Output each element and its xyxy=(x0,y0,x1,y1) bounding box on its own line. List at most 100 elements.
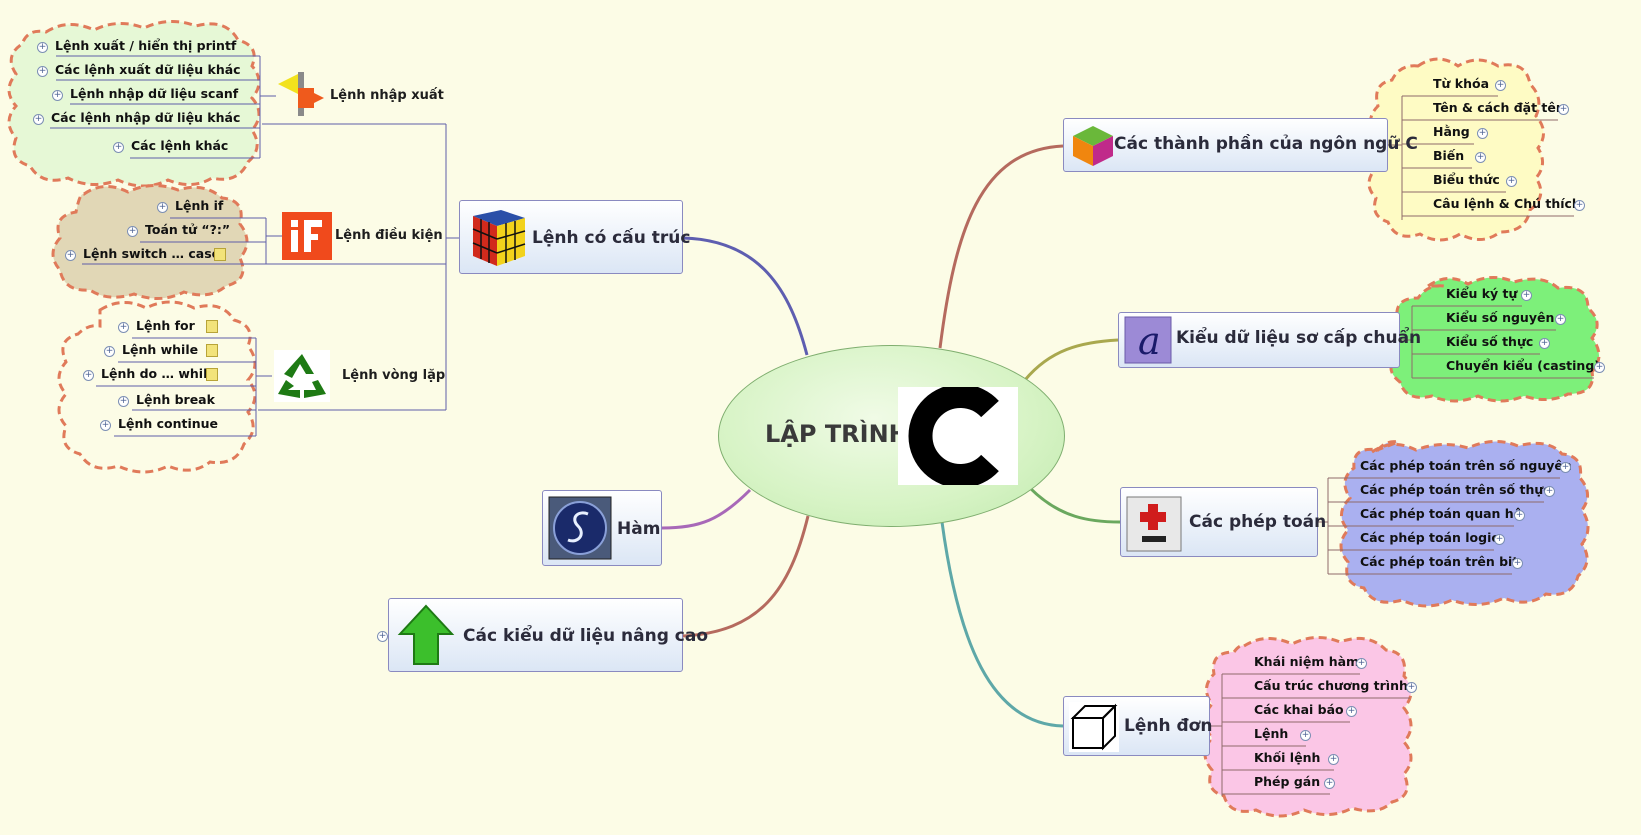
expand-icon[interactable]: + xyxy=(1539,338,1550,349)
leaf-loop-1[interactable]: Lệnh while xyxy=(122,342,199,357)
note-icon[interactable] xyxy=(206,344,218,357)
topic-func[interactable]: Hàm xyxy=(542,490,662,566)
topic-operators-label: Các phép toán xyxy=(1189,512,1327,532)
s-logo-icon xyxy=(548,496,612,560)
leaf-cond-0[interactable]: Lệnh if xyxy=(175,198,224,213)
branch-advanced xyxy=(682,515,810,638)
leaf-datatypes-3[interactable]: Chuyển kiểu (casting) xyxy=(1446,358,1600,373)
subtopic-cond-label[interactable]: Lệnh điều kiện xyxy=(335,228,443,243)
leaf-simple-1[interactable]: Cấu trúc chương trình xyxy=(1254,678,1408,693)
svg-text:a: a xyxy=(1138,319,1161,363)
topic-datatypes[interactable]: a Kiểu dữ liệu sơ cấp chuẩn xyxy=(1118,312,1421,368)
topic-operators[interactable]: Các phép toán xyxy=(1120,487,1326,557)
leaf-operators-0[interactable]: Các phép toán trên số nguyên xyxy=(1360,458,1572,473)
leaf-simple-2[interactable]: Các khai báo xyxy=(1254,702,1344,717)
expand-icon[interactable]: + xyxy=(1495,80,1506,91)
expand-icon[interactable]: + xyxy=(1494,534,1505,545)
leaf-io-3[interactable]: Các lệnh nhập dữ liệu khác xyxy=(51,110,241,125)
expand-icon[interactable]: + xyxy=(1560,462,1571,473)
leaf-datatypes-0[interactable]: Kiểu ký tự xyxy=(1446,286,1518,301)
leaf-components-1[interactable]: Tên & cách đặt tên xyxy=(1433,100,1565,115)
leaf-cond-1[interactable]: Toán tử “?:” xyxy=(145,222,231,237)
expand-icon[interactable]: + xyxy=(1477,128,1488,139)
expand-icon[interactable]: + xyxy=(127,226,138,237)
italic-a-icon: a xyxy=(1124,316,1172,364)
cloud-operators xyxy=(1339,440,1590,608)
expand-icon[interactable]: + xyxy=(1512,558,1523,569)
expand-icon[interactable]: + xyxy=(118,396,129,407)
connectors-components xyxy=(1388,95,1574,220)
topic-datatypes-label: Kiểu dữ liệu sơ cấp chuẩn xyxy=(1176,328,1422,348)
leaf-components-3[interactable]: Biến xyxy=(1433,148,1465,163)
central-title: LẬP TRÌNH xyxy=(765,420,909,448)
note-icon[interactable] xyxy=(214,248,226,261)
expand-icon[interactable]: + xyxy=(157,202,168,213)
leaf-cond-2[interactable]: Lệnh switch … case xyxy=(83,246,221,261)
leaf-simple-5[interactable]: Phép gán xyxy=(1254,774,1321,789)
expand-icon[interactable]: + xyxy=(100,420,111,431)
expand-icon[interactable]: + xyxy=(1475,152,1486,163)
expand-icon[interactable]: + xyxy=(37,42,48,53)
cloud-simple xyxy=(1203,636,1413,818)
subtopic-loop-label[interactable]: Lệnh vòng lặp xyxy=(342,368,446,383)
colored-cube-icon xyxy=(1069,122,1117,168)
expand-icon[interactable]: + xyxy=(1300,730,1311,741)
topic-advanced[interactable]: Các kiểu dữ liệu nâng cao xyxy=(388,598,708,672)
leaf-operators-1[interactable]: Các phép toán trên số thực xyxy=(1360,482,1551,497)
expand-icon[interactable]: + xyxy=(118,322,129,333)
leaf-datatypes-2[interactable]: Kiểu số thực xyxy=(1446,334,1534,349)
leaf-operators-4[interactable]: Các phép toán trên bit xyxy=(1360,554,1519,569)
leaf-loop-0[interactable]: Lệnh for xyxy=(136,318,195,333)
rubiks-cube-icon xyxy=(465,206,529,270)
leaf-loop-4[interactable]: Lệnh continue xyxy=(118,416,219,431)
expand-icon[interactable]: + xyxy=(1346,706,1357,717)
expand-icon[interactable]: + xyxy=(1514,510,1525,521)
topic-structured-label: Lệnh có cấu trúc xyxy=(532,228,691,248)
expand-icon[interactable]: + xyxy=(1594,362,1605,373)
leaf-components-0[interactable]: Từ khóa xyxy=(1433,76,1490,91)
expand-icon[interactable]: + xyxy=(1406,682,1417,693)
direction-sign-icon xyxy=(276,70,326,118)
leaf-components-2[interactable]: Hằng xyxy=(1433,124,1470,139)
expand-icon[interactable]: + xyxy=(52,90,63,101)
leaf-io-1[interactable]: Các lệnh xuất dữ liệu khác xyxy=(55,62,241,77)
leaf-components-4[interactable]: Biểu thức xyxy=(1433,172,1500,187)
expand-icon[interactable]: + xyxy=(1544,486,1555,497)
leaf-loop-3[interactable]: Lệnh break xyxy=(136,392,215,407)
expand-icon[interactable]: + xyxy=(113,142,124,153)
leaf-io-4[interactable]: Các lệnh khác xyxy=(131,138,229,153)
leaf-io-0[interactable]: Lệnh xuất / hiển thị printf xyxy=(55,38,237,53)
expand-icon[interactable]: + xyxy=(1574,200,1585,211)
expand-icon[interactable]: + xyxy=(1356,658,1367,669)
note-icon[interactable] xyxy=(206,368,218,381)
expand-advanced-icon[interactable]: + xyxy=(377,631,388,642)
topic-simple[interactable]: Lệnh đơn xyxy=(1063,696,1212,756)
expand-icon[interactable]: + xyxy=(65,250,76,261)
expand-icon[interactable]: + xyxy=(1521,290,1532,301)
leaf-datatypes-1[interactable]: Kiểu số nguyên xyxy=(1446,310,1555,325)
expand-icon[interactable]: + xyxy=(83,370,94,381)
expand-icon[interactable]: + xyxy=(1506,176,1517,187)
leaf-components-5[interactable]: Câu lệnh & Chú thích xyxy=(1433,196,1581,211)
expand-icon[interactable]: + xyxy=(1328,754,1339,765)
leaf-simple-3[interactable]: Lệnh xyxy=(1254,726,1289,741)
expand-icon[interactable]: + xyxy=(37,66,48,77)
topic-components[interactable]: Các thành phần của ngôn ngữ C xyxy=(1063,118,1418,172)
connectors-simple xyxy=(1210,673,1410,796)
leaf-io-2[interactable]: Lệnh nhập dữ liệu scanf xyxy=(70,86,239,101)
leaf-loop-2[interactable]: Lệnh do … while xyxy=(101,366,216,381)
subtopic-io-label[interactable]: Lệnh nhập xuất xyxy=(330,88,444,103)
expand-icon[interactable]: + xyxy=(33,114,44,125)
topic-structured[interactable]: Lệnh có cấu trúc xyxy=(459,200,690,274)
note-icon[interactable] xyxy=(206,320,218,333)
expand-icon[interactable]: + xyxy=(104,346,115,357)
expand-icon[interactable]: + xyxy=(1555,314,1566,325)
leaf-simple-4[interactable]: Khối lệnh xyxy=(1254,750,1321,765)
expand-icon[interactable]: + xyxy=(1324,778,1335,789)
leaf-operators-2[interactable]: Các phép toán quan hệ xyxy=(1360,506,1523,521)
expand-icon[interactable]: + xyxy=(1558,104,1569,115)
c-logo-icon xyxy=(898,384,1018,488)
leaf-operators-3[interactable]: Các phép toán logic xyxy=(1360,530,1499,545)
leaf-simple-0[interactable]: Khái niệm hàm xyxy=(1254,654,1360,669)
